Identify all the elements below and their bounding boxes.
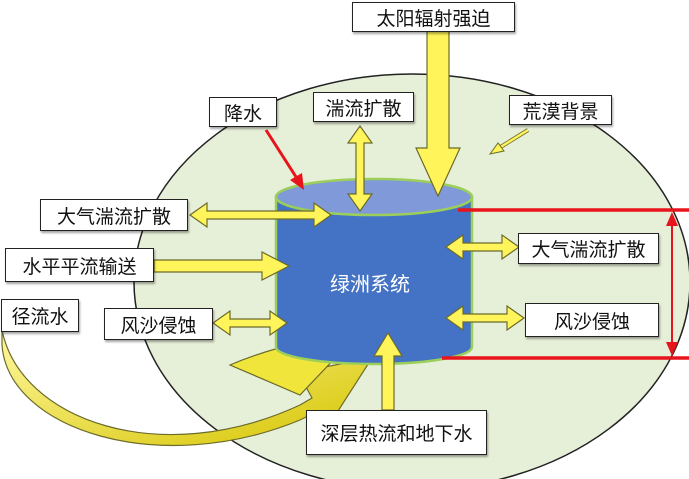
wind-erosion-right-label: 风沙侵蚀 — [525, 303, 659, 337]
horizontal-advection-label: 水平平流输送 — [5, 248, 154, 282]
atm-turbulence-left-double-arrow — [188, 201, 333, 229]
solar-radiation-label: 太阳辐射强迫 — [352, 2, 515, 32]
boundary-bracket — [442, 208, 689, 360]
turbulent-diffusion-top-label: 湍流扩散 — [313, 92, 414, 122]
deep-heat-flux-label: 深层热流和地下水 — [306, 410, 487, 455]
wind-erosion-left-label: 风沙侵蚀 — [104, 308, 213, 340]
runoff-curved-arrow — [1, 329, 374, 447]
solar-radiation-arrow — [415, 25, 461, 198]
desert-pointer-arrow — [488, 128, 530, 155]
desert-background-label: 荒漠背景 — [509, 95, 612, 125]
precipitation-arrow — [264, 129, 304, 190]
oasis-system-label: 绿洲系统 — [330, 272, 410, 296]
height-double-arrow — [666, 212, 678, 356]
deep-heat-flux-arrow — [372, 331, 404, 411]
precipitation-label: 降水 — [209, 97, 277, 127]
wind-erosion-right-double-arrow — [444, 304, 526, 332]
wind-erosion-left-double-arrow — [211, 309, 289, 337]
cylinder-body — [274, 195, 474, 366]
atm-turbulence-right-label: 大气湍流扩散 — [518, 233, 659, 264]
atm-turbulence-left-label: 大气湍流扩散 — [40, 199, 188, 231]
horizontal-advection-arrow — [153, 251, 291, 281]
cylinder-top — [274, 177, 474, 217]
runoff-label: 径流水 — [1, 299, 79, 332]
turbulence-top-double-arrow — [346, 124, 374, 213]
oasis-cylinder — [274, 177, 474, 366]
